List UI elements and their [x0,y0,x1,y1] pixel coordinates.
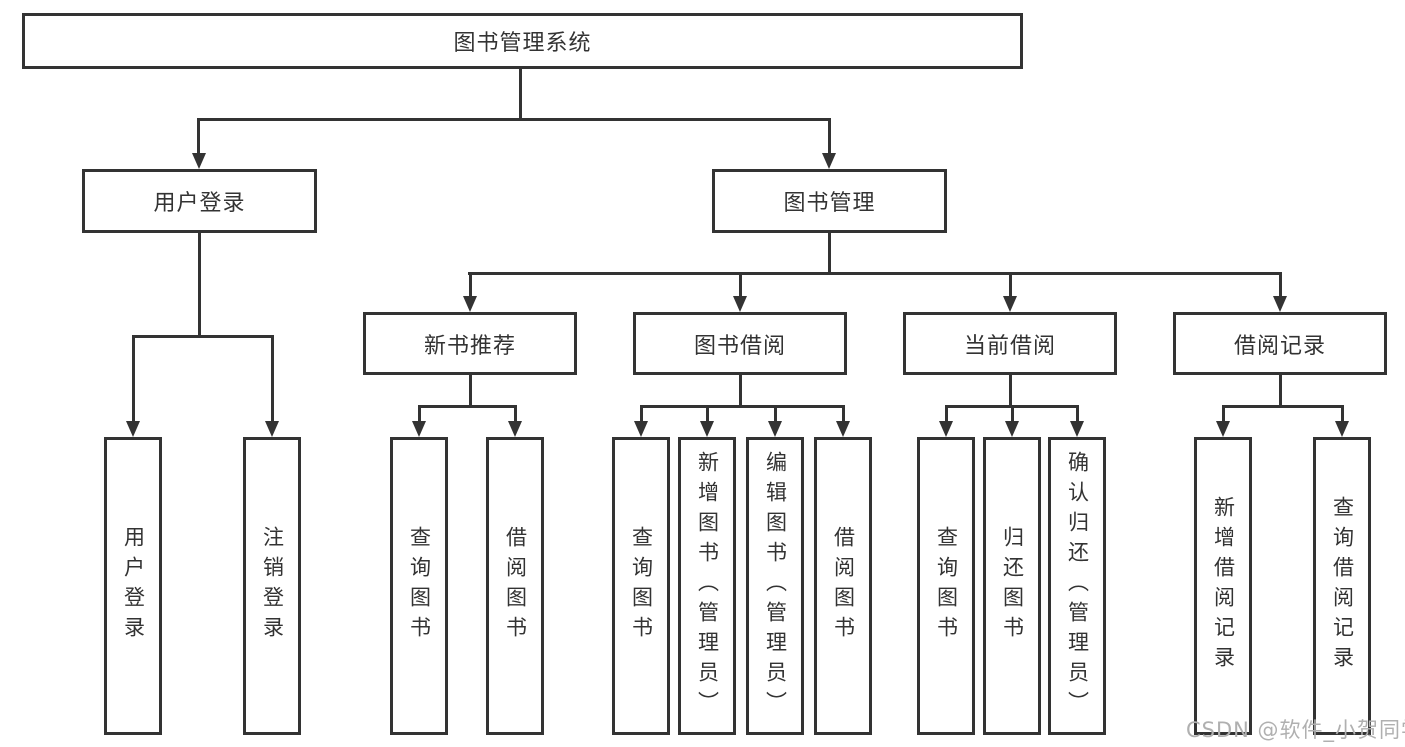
leaf-add-books-admin: 新增图书（管理员） [678,437,736,735]
connector-stem [945,405,948,423]
connector-stem [640,405,643,423]
leaf-label: 新增图书（管理员） [695,451,720,721]
connector-stem [1009,375,1012,407]
connector-stem [739,375,742,407]
arrow-down-icon [1005,421,1019,437]
connector-stem [706,405,709,423]
connector-book-mgmt-stem [828,233,831,275]
node-library-system: 图书管理系统 [22,13,1023,69]
connector-new-book-rail [418,405,517,408]
arrow-down-icon [1335,421,1349,437]
arrow-down-icon [126,421,140,437]
node-label: 图书借阅 [693,333,786,359]
arrow-down-icon [1070,421,1084,437]
node-new-book-recommend: 新书推荐 [363,312,577,375]
leaf-label: 借阅图书 [831,526,856,646]
leaf-label: 查询借阅记录 [1330,496,1355,676]
leaf-label: 新增借阅记录 [1211,496,1236,676]
leaf-label: 查询图书 [407,526,432,646]
connector-level2-rail [197,118,831,121]
leaf-label: 归还图书 [1000,526,1025,646]
arrow-down-icon [768,421,782,437]
connector-stem [1011,405,1014,423]
leaf-label: 注销登录 [260,526,285,646]
node-book-borrow: 图书借阅 [633,312,847,375]
connector-stem [469,375,472,407]
connector-stem [418,405,421,423]
leaf-label: 用户登录 [121,526,146,646]
connector-stem [739,272,742,298]
arrow-down-icon [412,421,426,437]
node-label: 用户登录 [153,191,246,216]
connector-stem [842,405,845,423]
arrow-down-icon [822,153,836,169]
leaf-query-books: 查询图书 [612,437,670,735]
node-label: 图书管理 [783,191,876,216]
connector-stem [197,118,200,156]
arrow-down-icon [508,421,522,437]
arrow-down-icon [836,421,850,437]
node-current-borrow: 当前借阅 [903,312,1117,375]
arrow-down-icon [1003,296,1017,312]
node-user-login: 用户登录 [82,169,317,233]
connector-user-login-rail [132,335,274,338]
connector-stem [132,335,135,421]
leaf-add-borrow-record: 新增借阅记录 [1194,437,1252,735]
leaf-label: 借阅图书 [503,526,528,646]
leaf-query-books: 查询图书 [390,437,448,735]
leaf-label: 编辑图书（管理员） [763,451,788,721]
arrow-down-icon [1273,296,1287,312]
leaf-return-books: 归还图书 [983,437,1041,735]
node-label: 图书管理系统 [453,31,592,56]
node-book-management: 图书管理 [712,169,947,233]
leaf-borrow-books: 借阅图书 [486,437,544,735]
connector-stem [1076,405,1079,423]
connector-stem [271,335,274,421]
connector-stem [514,405,517,423]
node-label: 借阅记录 [1233,333,1326,359]
leaf-label: 查询图书 [629,526,654,646]
connector-stem [1009,272,1012,298]
arrow-down-icon [192,153,206,169]
connector-stem [1279,272,1282,298]
connector-borrow-records-rail [1222,405,1343,408]
arrow-down-icon [265,421,279,437]
leaf-confirm-return-admin: 确认归还（管理员） [1048,437,1106,735]
leaf-label: 确认归还（管理员） [1065,451,1090,721]
connector-stem [774,405,777,423]
connector-stem [1341,405,1344,423]
leaf-query-borrow-record: 查询借阅记录 [1313,437,1371,735]
csdn-watermark: CSDN @软件_小贺同学 [1186,718,1405,742]
leaf-borrow-books: 借阅图书 [814,437,872,735]
arrow-down-icon [634,421,648,437]
arrow-down-icon [463,296,477,312]
arrow-down-icon [733,296,747,312]
connector-root-stem [519,69,522,118]
arrow-down-icon [939,421,953,437]
leaf-user-login: 用户登录 [104,437,162,735]
connector-user-login-stem [198,233,201,335]
leaf-logout: 注销登录 [243,437,301,735]
connector-stem [828,118,831,156]
leaf-label: 查询图书 [934,526,959,646]
leaf-query-books: 查询图书 [917,437,975,735]
arrow-down-icon [700,421,714,437]
connector-stem [1279,375,1282,407]
node-label: 当前借阅 [963,333,1056,359]
connector-stem [469,272,472,298]
connector-book-borrow-rail [640,405,844,408]
node-label: 新书推荐 [423,333,516,359]
node-borrow-records: 借阅记录 [1173,312,1387,375]
arrow-down-icon [1216,421,1230,437]
connector-stem [1222,405,1225,423]
connector-level3-rail [468,272,1282,275]
leaf-edit-books-admin: 编辑图书（管理员） [746,437,804,735]
